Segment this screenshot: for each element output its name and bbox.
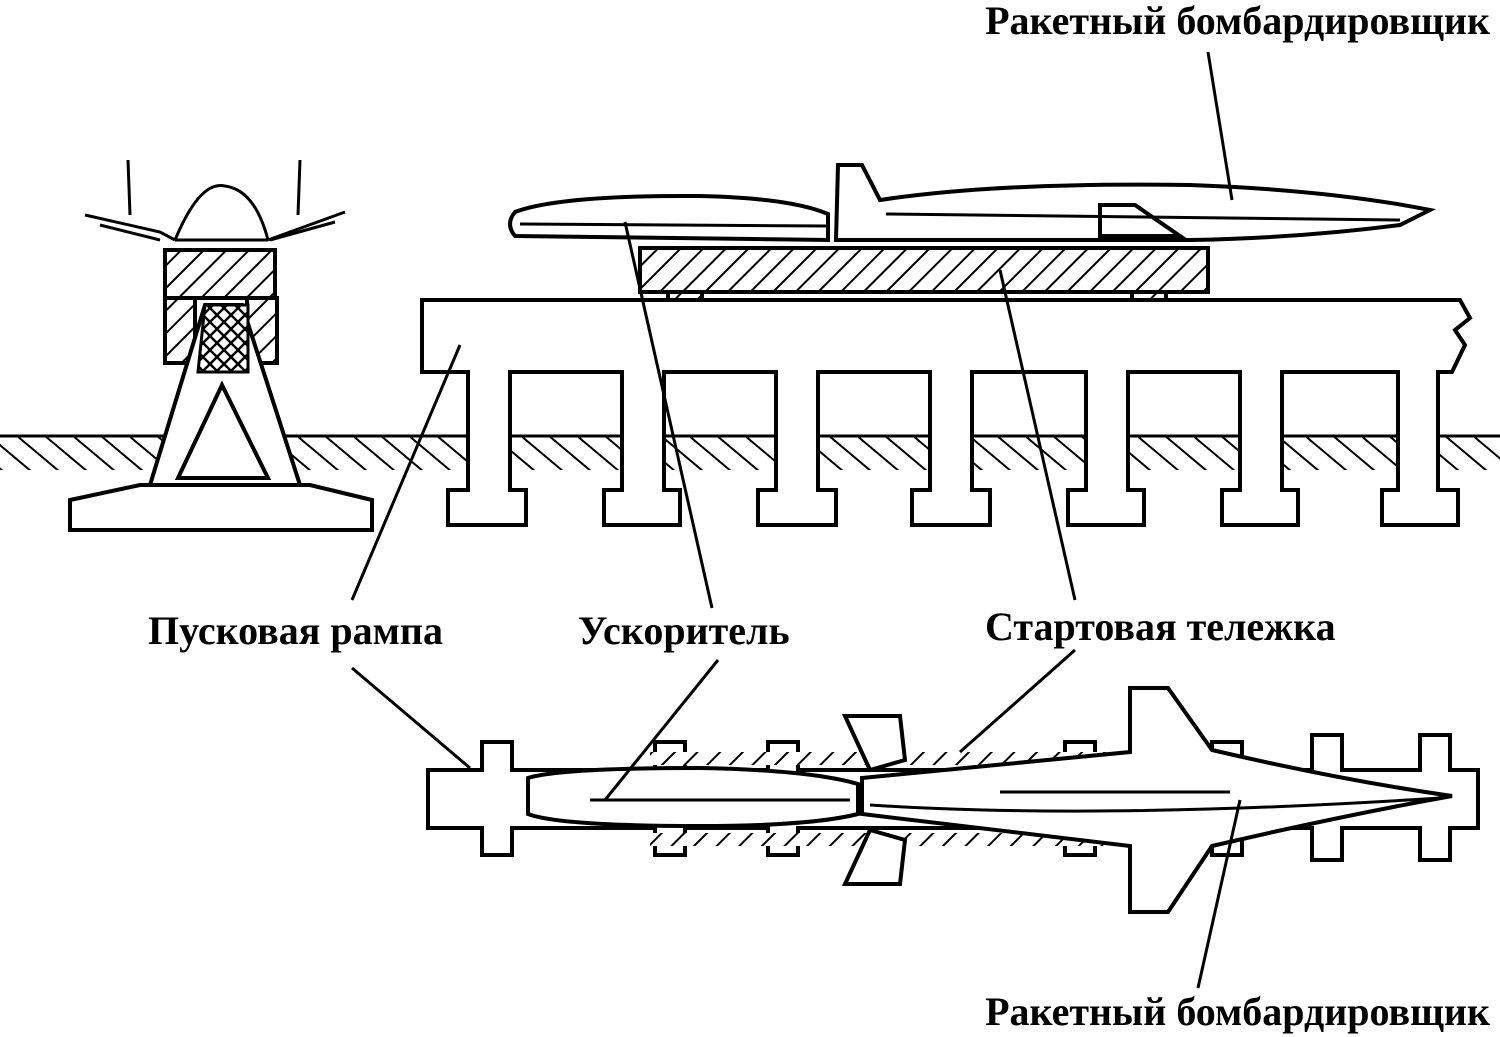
label-bomber-bottom: Ракетный бомбардировщик bbox=[985, 989, 1490, 1034]
bomber-front-silhouette bbox=[84, 183, 346, 242]
label-bomber-top: Ракетный бомбардировщик bbox=[985, 0, 1490, 43]
bomber-top bbox=[860, 686, 1453, 914]
bomber-side bbox=[833, 163, 1437, 242]
front-view bbox=[0, 159, 420, 532]
leader-lines bbox=[350, 51, 1242, 989]
label-launch-ramp: Пусковая рампа bbox=[148, 608, 443, 653]
booster-side bbox=[508, 193, 830, 243]
side-view bbox=[420, 163, 1500, 527]
top-view bbox=[426, 686, 1480, 914]
launch-ramp-side bbox=[420, 298, 1473, 527]
launch-sled-side bbox=[638, 246, 1210, 294]
ramp-base-front bbox=[68, 483, 374, 532]
label-booster: Ускоритель bbox=[578, 608, 790, 653]
label-launch-sled: Стартовая тележка bbox=[985, 604, 1336, 649]
booster-top bbox=[526, 765, 860, 829]
